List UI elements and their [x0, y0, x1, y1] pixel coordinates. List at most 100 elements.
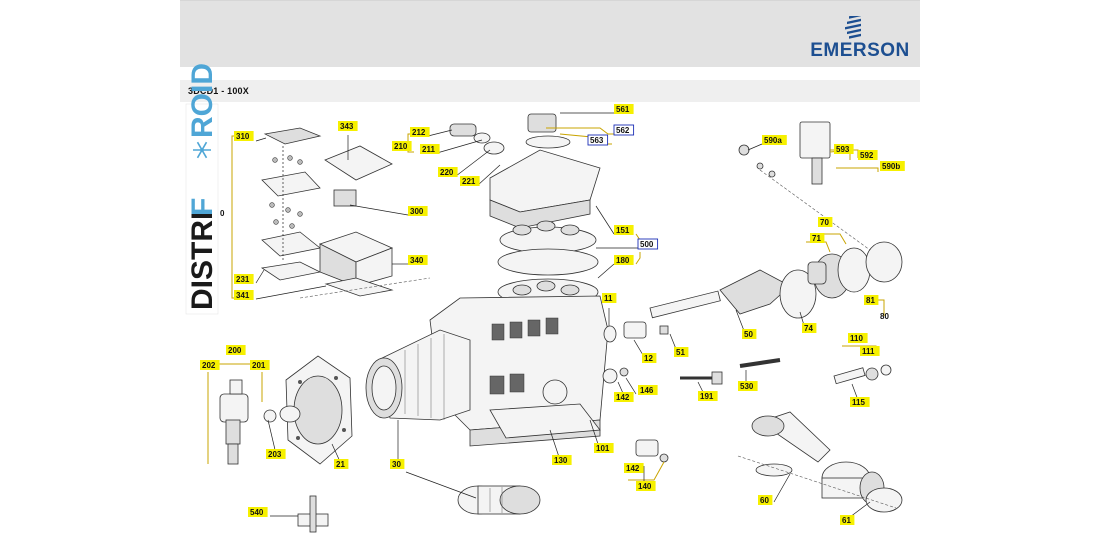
part-label-343[interactable]: 343: [338, 121, 358, 131]
part-number-text: 140: [638, 482, 652, 491]
part-label-151[interactable]: 151: [614, 225, 634, 235]
part-label-593[interactable]: 593: [834, 144, 854, 154]
part-label-530[interactable]: 530: [738, 381, 758, 391]
part-number-text: 340: [410, 256, 424, 265]
part-label-203[interactable]: 203: [266, 449, 286, 459]
part-label-562[interactable]: 562: [613, 124, 635, 136]
part-number-text: 592: [860, 151, 874, 160]
distrifroid-brand: DISTRI F ROID: [185, 63, 219, 315]
cylinder-head-drawing: [449, 113, 601, 229]
part-label-71[interactable]: 71: [810, 233, 825, 243]
part-number-text: 111: [862, 347, 875, 356]
part-label-540[interactable]: 540: [248, 507, 268, 517]
part-label-212[interactable]: 212: [410, 127, 430, 137]
part-number-text: 202: [202, 361, 216, 370]
part-label-51[interactable]: 51: [674, 347, 689, 357]
part-number-text: 220: [440, 168, 454, 177]
conrod-piston-drawing: [737, 411, 903, 513]
emerson-logo[interactable]: EMERSON: [805, 14, 915, 64]
heater-drawing: [680, 358, 781, 385]
part-label-11[interactable]: 11: [602, 293, 617, 303]
part-label-130[interactable]: 130: [552, 455, 572, 465]
part-label-140[interactable]: 140: [636, 481, 656, 491]
part-number-text: 50: [744, 330, 753, 339]
part-label-590b[interactable]: 590b: [880, 161, 905, 171]
part-label-60[interactable]: 60: [758, 495, 773, 505]
part-number-text: 593: [836, 145, 850, 154]
part-label-500[interactable]: 500: [637, 238, 659, 250]
part-number-text: 21: [336, 460, 345, 469]
part-label-592[interactable]: 592: [858, 150, 878, 160]
part-label-341[interactable]: 341: [234, 290, 254, 300]
part-label-110[interactable]: 110: [848, 333, 868, 343]
part-number-text: 115: [852, 398, 865, 407]
svg-text:F: F: [186, 198, 219, 216]
part-label-0[interactable]: 0: [220, 209, 225, 218]
part-number-text: 151: [616, 226, 630, 235]
part-number-text: 0: [220, 209, 225, 218]
part-number-text: 60: [760, 496, 769, 505]
bearing-part-drawing: [297, 495, 329, 533]
roid-text: ROID: [186, 63, 219, 138]
part-label-74[interactable]: 74: [802, 323, 817, 333]
part-label-101[interactable]: 101: [594, 443, 614, 453]
part-number-text: 142: [626, 464, 640, 473]
end-cover-drawing: [263, 355, 353, 465]
part-label-180[interactable]: 180: [614, 255, 634, 265]
part-label-202[interactable]: 202: [200, 360, 220, 370]
part-number-text: 540: [250, 508, 264, 517]
part-label-211[interactable]: 211: [420, 144, 440, 154]
part-number-text: 221: [462, 177, 476, 186]
part-label-231[interactable]: 231: [234, 274, 254, 284]
part-label-563[interactable]: 563: [587, 134, 609, 146]
part-label-21[interactable]: 21: [334, 459, 349, 469]
part-number-text: 191: [700, 392, 714, 401]
part-number-text: 101: [596, 444, 610, 453]
part-number-text: 130: [554, 456, 568, 465]
part-label-201[interactable]: 201: [250, 360, 270, 370]
part-label-70[interactable]: 70: [818, 217, 833, 227]
part-label-221[interactable]: 221: [460, 176, 480, 186]
part-label-300[interactable]: 300: [408, 206, 428, 216]
part-number-text: 500: [640, 240, 654, 249]
part-number-text: 110: [850, 334, 863, 343]
part-number-text: 300: [410, 207, 424, 216]
part-label-61[interactable]: 61: [840, 515, 855, 525]
part-number-text: 210: [394, 142, 408, 151]
part-label-111[interactable]: 111: [860, 346, 880, 356]
part-label-210[interactable]: 210: [392, 141, 412, 151]
part-label-590a[interactable]: 590a: [762, 135, 787, 145]
part-label-146[interactable]: 146: [638, 385, 658, 395]
oil-pump-drawing: [779, 241, 903, 319]
part-label-561[interactable]: 561: [614, 104, 634, 114]
part-label-220[interactable]: 220: [438, 167, 458, 177]
part-label-12[interactable]: 12: [642, 353, 657, 363]
part-label-191[interactable]: 191: [698, 391, 718, 401]
part-label-80[interactable]: 80: [880, 312, 889, 321]
part-number-text: 74: [804, 324, 813, 333]
part-number-text: 61: [842, 516, 851, 525]
f-letter: F: [186, 198, 219, 216]
part-number-text: 231: [236, 275, 250, 284]
part-number-text: 201: [252, 361, 266, 370]
part-label-200[interactable]: 200: [226, 345, 246, 355]
part-number-text: 80: [880, 312, 889, 321]
emerson-logo-icon: [845, 16, 861, 39]
model-title: 3DCD1 - 100X: [188, 86, 249, 96]
part-number-text: 146: [640, 386, 654, 395]
part-number-text: 590a: [764, 136, 782, 145]
part-label-340[interactable]: 340: [408, 255, 428, 265]
part-label-81[interactable]: 81: [864, 295, 879, 305]
part-label-310[interactable]: 310: [234, 131, 254, 141]
suction-valve-drawing: [219, 379, 249, 465]
stator-drawing: [457, 485, 541, 515]
part-label-142[interactable]: 142: [614, 392, 634, 402]
part-label-142b[interactable]: 142: [624, 463, 644, 473]
part-label-30[interactable]: 30: [390, 459, 405, 469]
part-number-text: 200: [228, 346, 242, 355]
part-label-115[interactable]: 115: [850, 397, 870, 407]
part-number-text: 70: [820, 218, 829, 227]
part-label-50[interactable]: 50: [742, 329, 757, 339]
